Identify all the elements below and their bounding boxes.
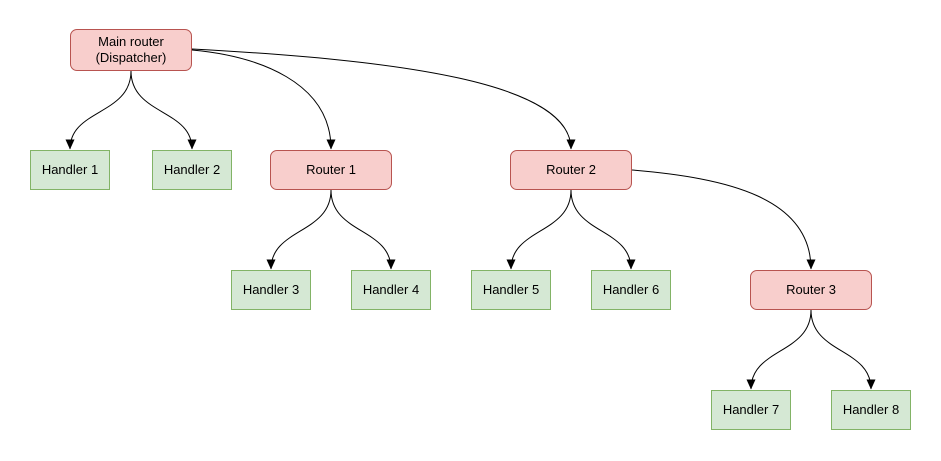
edge-router-2-to-handler-5 [506,189,572,270]
node-handler-5: Handler 5 [471,270,551,310]
node-handler-6: Handler 6 [591,270,671,310]
handler-8-label: Handler 8 [842,402,900,417]
edge-main-to-handler-1 [65,70,132,150]
edge-router-3-to-handler-8 [810,309,876,390]
router-2-label: Router 2 [546,162,596,177]
main-router-label: Main router (Dispatcher) [96,34,167,66]
edge-router-1-to-handler-4 [330,189,396,270]
edge-router-1-to-handler-3 [266,189,332,270]
node-handler-8: Handler 8 [831,390,911,430]
node-handler-3: Handler 3 [231,270,311,310]
node-handler-4: Handler 4 [351,270,431,310]
node-main-router: Main router (Dispatcher) [70,29,192,71]
handler-1-label: Handler 1 [41,162,99,177]
router-3-label: Router 3 [786,282,836,297]
edge-main-to-router-2 [191,48,576,150]
handler-6-label: Handler 6 [602,282,660,297]
node-router-2: Router 2 [510,150,632,190]
router-1-label: Router 1 [306,162,356,177]
node-router-3: Router 3 [750,270,872,310]
handler-4-label: Handler 4 [362,282,420,297]
node-router-1: Router 1 [270,150,392,190]
main-router-label-line1: Main router [98,34,164,49]
handler-7-label: Handler 7 [722,402,780,417]
edge-router-2-to-router-3 [631,169,816,270]
handler-2-label: Handler 2 [163,162,221,177]
node-handler-2: Handler 2 [152,150,232,190]
edge-router-2-to-handler-6 [570,189,636,270]
edge-main-to-router-1 [191,49,336,150]
handler-3-label: Handler 3 [242,282,300,297]
node-handler-1: Handler 1 [30,150,110,190]
edge-router-3-to-handler-7 [746,309,812,390]
node-handler-7: Handler 7 [711,390,791,430]
edge-main-to-handler-2 [130,70,197,150]
handler-5-label: Handler 5 [482,282,540,297]
main-router-label-line2: (Dispatcher) [95,50,167,65]
